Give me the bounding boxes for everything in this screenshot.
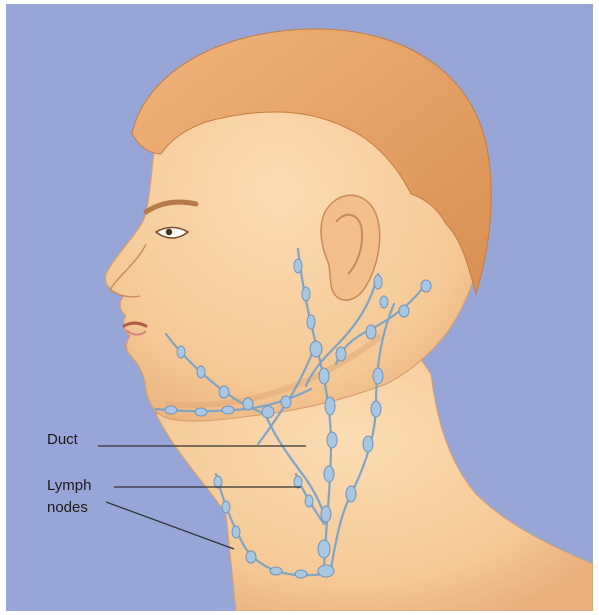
lymph-node	[327, 432, 337, 448]
lymph-node	[324, 466, 334, 482]
head-neck-illustration	[6, 4, 593, 611]
lymph-node	[232, 526, 240, 538]
lymph-node	[374, 275, 382, 289]
lymph-node	[373, 368, 383, 384]
label-lymph: Lymph	[47, 476, 91, 495]
lymph-node	[371, 401, 381, 417]
lymph-node	[325, 397, 335, 415]
lymph-node	[321, 506, 331, 522]
lymph-node	[318, 565, 334, 577]
lymph-node	[399, 305, 409, 317]
lymph-node	[380, 296, 388, 308]
lymph-node	[294, 259, 302, 273]
lymph-node	[222, 501, 230, 513]
lymph-node	[177, 346, 185, 358]
lymph-node	[165, 406, 177, 414]
lymph-node	[222, 406, 234, 414]
lymph-node	[319, 368, 329, 384]
lymph-node	[195, 408, 207, 416]
lymph-node	[307, 315, 315, 329]
lymph-node	[302, 287, 310, 301]
lymph-node	[295, 570, 307, 578]
lymph-node	[336, 347, 346, 361]
lymph-node	[294, 476, 302, 488]
lymph-node	[281, 396, 291, 408]
lymph-node	[305, 495, 313, 507]
lymph-node	[346, 486, 356, 502]
lymph-node	[270, 567, 282, 575]
illustration-panel: Duct Lymph nodes	[6, 4, 593, 611]
lymph-node	[243, 398, 253, 410]
lymph-node	[197, 366, 205, 378]
lymph-node	[262, 406, 274, 418]
eye-pupil	[166, 229, 172, 235]
lymph-node	[421, 280, 431, 292]
lymph-node	[246, 551, 256, 563]
lymph-node	[318, 540, 330, 558]
label-duct: Duct	[47, 430, 78, 449]
lymph-node	[219, 386, 229, 398]
lymph-node	[363, 436, 373, 452]
lymph-node	[214, 476, 222, 488]
lymph-node	[310, 341, 322, 357]
label-nodes: nodes	[47, 498, 88, 517]
lymph-callout-line-lower	[106, 502, 234, 549]
lymph-node	[366, 325, 376, 339]
